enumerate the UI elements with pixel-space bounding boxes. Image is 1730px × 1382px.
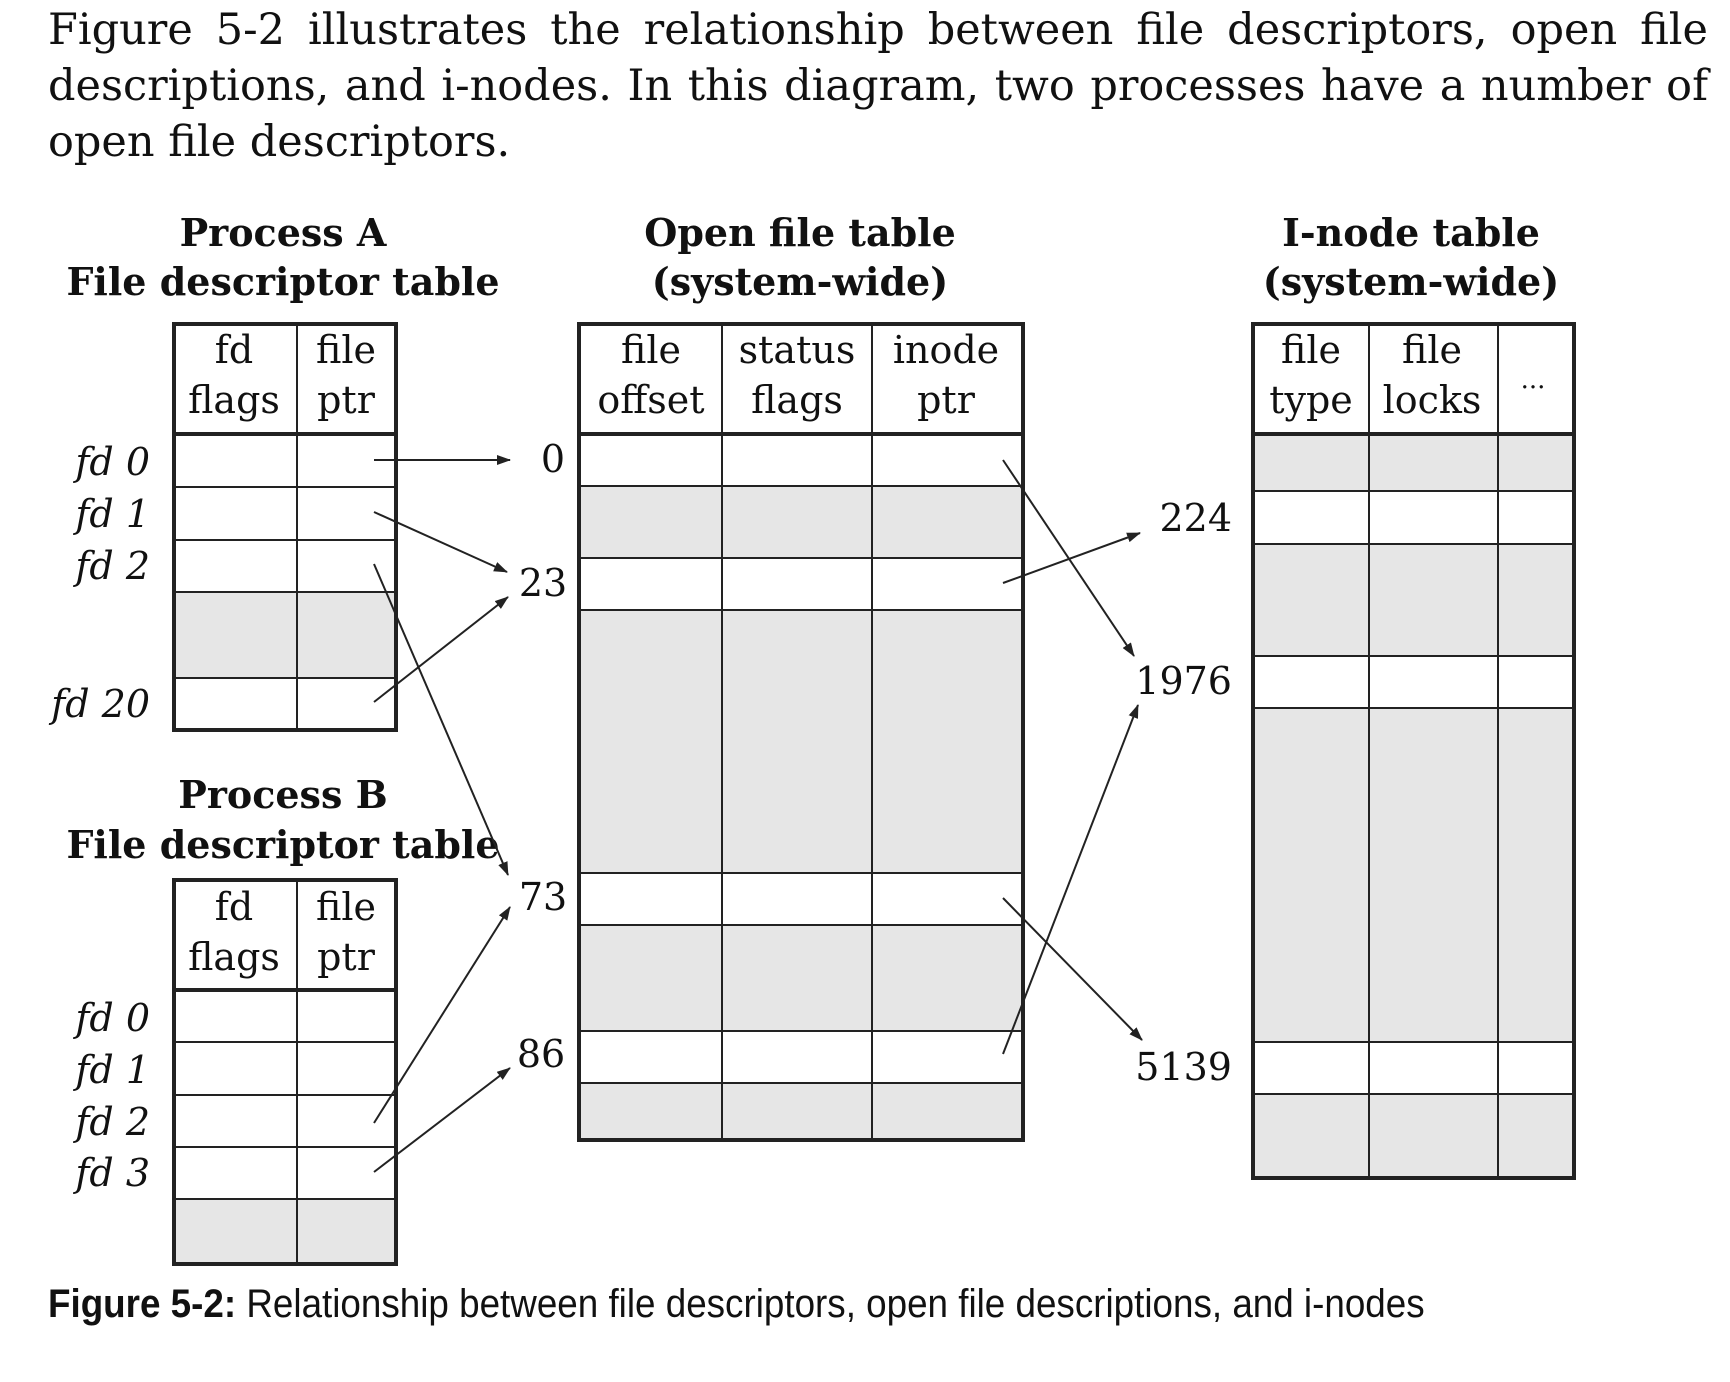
process-a-fd-label: fd 20 [48, 682, 150, 726]
arrow-86-to-1976 [1002, 704, 1139, 1055]
open-file-table-subtitle: (system-wide) [652, 259, 948, 304]
open-file-col-file-offset-line1: file [621, 328, 681, 372]
process-a-subtitle: File descriptor table [66, 259, 499, 304]
arrow-b-fd2-to-73 [373, 906, 511, 1124]
inode-col-file-type-line1: file [1281, 328, 1341, 372]
open-file-shaded-block [579, 486, 1023, 558]
open-file-col-status-flags-line2: flags [751, 378, 843, 422]
open-file-row-label: 86 [517, 1032, 565, 1076]
process-a-fd-label: fd 0 [72, 440, 150, 484]
process-b-fd-label: fd 3 [72, 1151, 150, 1195]
open-file-row-label: 23 [519, 561, 567, 605]
process-b-subtitle: File descriptor table [66, 822, 499, 867]
inode-col-file-locks-line1: file [1402, 328, 1462, 372]
open-file-shaded-block [579, 610, 1023, 873]
inode-row-label: 1976 [1135, 659, 1232, 703]
process-a-title: Process A [180, 210, 387, 255]
process-b-table: Process B File descriptor table fd flags… [66, 772, 500, 1266]
caption-text: Relationship between file descriptors, o… [236, 1282, 1425, 1326]
process-a-col-fd-flags-line2: flags [188, 378, 280, 422]
process-b-fd-label: fd 0 [72, 996, 150, 1040]
open-file-shaded-block [579, 1083, 1023, 1140]
open-file-col-status-flags-line1: status [739, 328, 856, 372]
open-file-shaded-block [579, 925, 1023, 1031]
inode-table-title: I-node table [1282, 210, 1540, 255]
process-b-col-fd-flags-line2: flags [188, 935, 280, 979]
process-a-fd-label: fd 1 [72, 492, 150, 536]
inode-shaded-block [1253, 708, 1574, 1042]
arrow-23-to-224 [1002, 532, 1141, 584]
process-a-col-file-ptr-line2: ptr [317, 378, 376, 422]
inode-row-label: 224 [1159, 496, 1232, 540]
arrow-a-fd2-to-73 [373, 563, 509, 876]
open-file-row-label: 73 [519, 875, 567, 919]
inode-shaded-block [1253, 1094, 1574, 1178]
open-file-table: Open file table (system-wide) file offse… [517, 210, 1025, 1142]
figure-caption: Figure 5-2: Relationship between file de… [48, 1282, 1425, 1327]
process-b-shaded-row [174, 1199, 396, 1264]
process-a-col-fd-flags-line1: fd [215, 328, 253, 372]
inode-col-file-type-line2: type [1269, 378, 1353, 422]
inode-col-file-locks-line2: locks [1383, 378, 1482, 422]
open-file-col-file-offset-line2: offset [597, 378, 704, 422]
inode-table: I-node table (system-wide) file type fil… [1135, 210, 1576, 1180]
arrow-b-fd3-to-86 [373, 1067, 511, 1173]
arrow-73-to-5139 [1002, 897, 1143, 1041]
open-file-col-inode-ptr-line1: inode [893, 328, 999, 372]
process-a-shaded-row [174, 592, 396, 678]
open-file-col-inode-ptr-line2: ptr [917, 378, 976, 422]
process-b-col-file-ptr-line1: file [316, 885, 376, 929]
open-file-table-title: Open file table [644, 210, 956, 255]
process-a-col-file-ptr-line1: file [316, 328, 376, 372]
process-a-table: Process A File descriptor table fd flags… [48, 210, 500, 732]
process-b-title: Process B [178, 772, 387, 817]
process-a-fd-label: fd 2 [72, 544, 150, 588]
arrow-a-fd1-to-23 [373, 511, 508, 573]
process-b-col-file-ptr-line2: ptr [317, 935, 376, 979]
inode-table-subtitle: (system-wide) [1263, 259, 1559, 304]
arrow-a-fd20-to-23 [373, 596, 509, 703]
open-file-row-label: 0 [541, 437, 565, 481]
process-b-fd-label: fd 1 [72, 1048, 150, 1092]
inode-shaded-block [1253, 544, 1574, 656]
inode-shaded-block [1253, 434, 1574, 491]
process-b-col-fd-flags-line1: fd [215, 885, 253, 929]
process-b-fd-label: fd 2 [72, 1100, 150, 1144]
intro-paragraph: Figure 5-2 illustrates the relationship … [48, 5, 1708, 167]
inode-col-ellipsis: ... [1521, 365, 1546, 395]
caption-label: Figure 5-2: [48, 1282, 237, 1326]
inode-row-label: 5139 [1135, 1045, 1232, 1089]
arrow-0-to-1976 [1002, 459, 1135, 657]
